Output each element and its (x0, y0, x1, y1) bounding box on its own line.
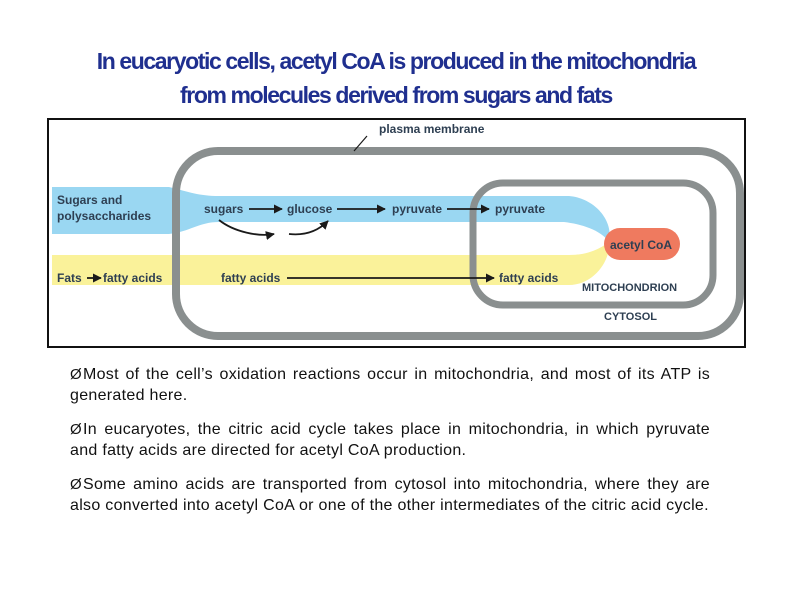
bullet-item: ØMost of the cell’s oxidation reactions … (70, 364, 710, 406)
pyruvate-cytosol-label: pyruvate (392, 202, 442, 216)
bullet-text: Most of the cell’s oxidation reactions o… (70, 366, 710, 404)
plasma-membrane-label: plasma membrane (379, 122, 485, 136)
fats-label: Fats (57, 271, 82, 285)
cytosol-label: CYTOSOL (604, 311, 657, 323)
sugar-pathway-band (52, 187, 610, 242)
pyruvate-mito-label: pyruvate (495, 202, 545, 216)
plasma-membrane-outline (172, 147, 744, 340)
sugars-source-label-1: Sugars and (57, 193, 122, 207)
bullet-text: In eucaryotes, the citric acid cycle tak… (70, 421, 710, 459)
bullet-item: ØIn eucaryotes, the citric acid cycle ta… (70, 419, 710, 461)
pathway-diagram: plasma membrane Sugars and polysaccharid… (52, 122, 744, 340)
slide-title: In eucaryotic cells, acetyl CoA is produ… (30, 44, 762, 112)
metabolism-figure: plasma membrane Sugars and polysaccharid… (47, 118, 746, 348)
sugars-source-label-2: polysaccharides (57, 209, 151, 223)
bullet-arrow-icon: Ø (70, 476, 82, 493)
title-line-1: In eucaryotic cells, acetyl CoA is produ… (96, 48, 697, 74)
sugars-label: sugars (204, 202, 244, 216)
bullet-arrow-icon: Ø (70, 366, 82, 383)
arrow-glucose-to-polysaccharide (218, 219, 275, 240)
fatty-acids-label-1: fatty acids (103, 271, 163, 285)
mitochondrion-outline (469, 179, 717, 309)
arrow-polysaccharide-to-glucose (288, 220, 329, 236)
glucose-label: glucose (287, 202, 333, 216)
bullet-item: ØSome amino acids are transported from c… (70, 474, 710, 516)
bullet-arrow-icon: Ø (70, 421, 82, 438)
acetyl-coa-node (604, 228, 680, 260)
plasma-membrane-pointer (353, 135, 368, 152)
bullet-text: Some amino acids are transported from cy… (70, 476, 710, 514)
fatty-acids-label-3: fatty acids (499, 271, 559, 285)
title-line-2: from molecules derived from sugars and f… (180, 82, 613, 108)
mitochondrion-label: MITOCHONDRION (582, 282, 677, 294)
bullet-list: ØMost of the cell’s oxidation reactions … (70, 364, 710, 529)
fatty-acids-label-2: fatty acids (221, 271, 281, 285)
acetyl-coa-label: acetyl CoA (610, 238, 672, 252)
